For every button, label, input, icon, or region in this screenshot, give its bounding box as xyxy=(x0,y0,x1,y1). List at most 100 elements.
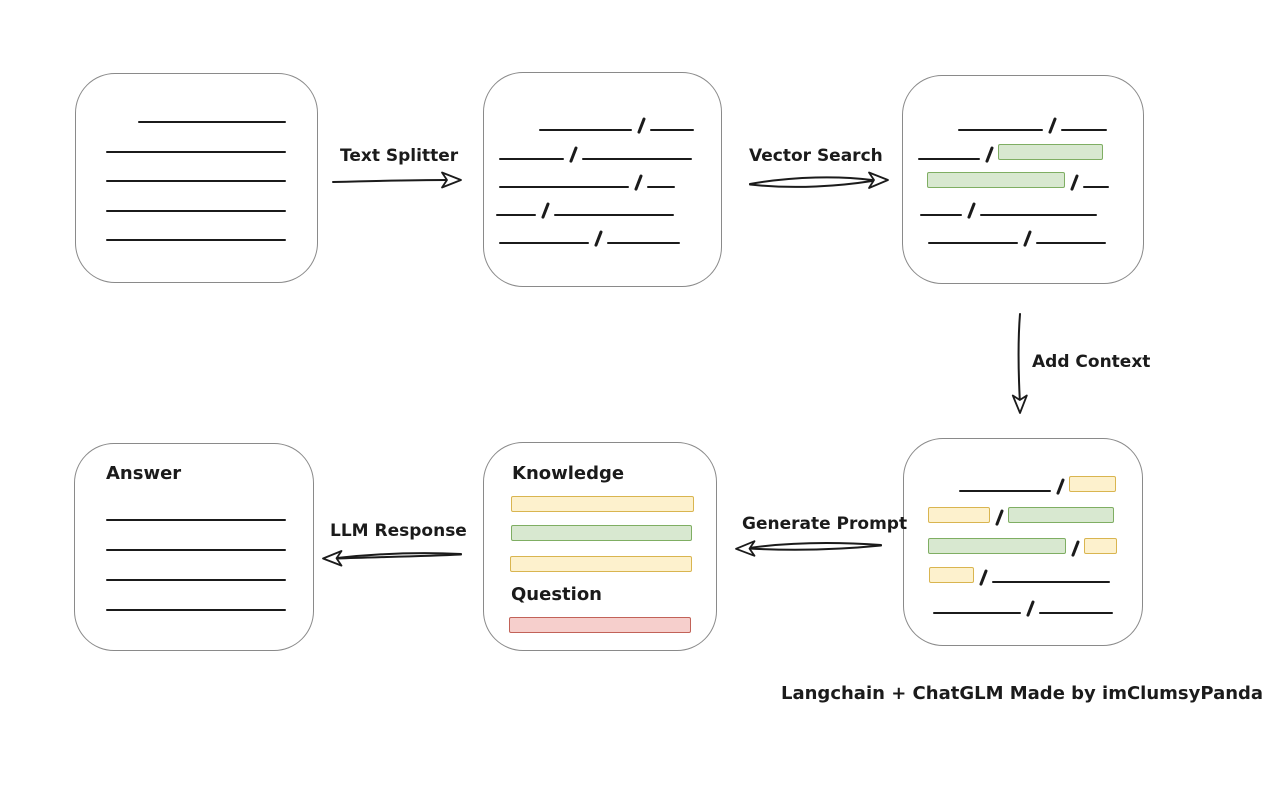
text-line xyxy=(106,578,286,581)
text-line xyxy=(539,128,632,131)
context-chunks-box xyxy=(903,438,1143,646)
slash-separator xyxy=(541,202,550,219)
slash-separator xyxy=(1023,230,1032,247)
content-row xyxy=(509,613,691,633)
slash-separator xyxy=(995,509,1004,526)
content-row xyxy=(929,563,1110,586)
split-chunks-box xyxy=(483,72,722,287)
content-row xyxy=(106,591,286,611)
content-row xyxy=(959,472,1116,495)
content-row: Question xyxy=(511,584,602,605)
generate-prompt-arrow xyxy=(735,540,882,557)
llm-response-label: LLM Response xyxy=(330,521,467,541)
vector-matches-box xyxy=(902,75,1144,284)
slash-separator xyxy=(1048,117,1057,134)
credit-text: Langchain + ChatGLM Made by imClumsyPand… xyxy=(781,683,1262,704)
slash-separator xyxy=(634,174,643,191)
text-line xyxy=(106,179,286,182)
text-line xyxy=(606,241,680,244)
content-row xyxy=(928,534,1117,557)
content-row xyxy=(106,192,286,212)
text-line xyxy=(106,608,286,611)
text-line xyxy=(106,209,286,212)
text-line xyxy=(1060,128,1107,131)
text-line xyxy=(959,489,1051,492)
generate-prompt-label: Generate Prompt xyxy=(742,514,908,534)
content-row xyxy=(106,221,286,241)
content-row xyxy=(920,196,1097,219)
text-line xyxy=(920,213,962,216)
text-line xyxy=(979,213,1097,216)
vector-search-label: Vector Search xyxy=(749,146,883,166)
content-row: Answer xyxy=(106,463,182,484)
green-chunk-bar xyxy=(928,538,1066,554)
content-row xyxy=(106,162,286,182)
text-line xyxy=(496,213,536,216)
text-line xyxy=(499,185,629,188)
answer-box: Answer xyxy=(74,443,314,651)
slash-separator xyxy=(1070,174,1079,191)
text-line xyxy=(991,580,1110,583)
text-line xyxy=(499,157,564,160)
text-line xyxy=(958,128,1043,131)
green-chunk-bar xyxy=(1007,507,1114,523)
slash-separator xyxy=(985,146,994,163)
content-row xyxy=(106,133,286,153)
yellow-chunk-bar xyxy=(510,556,692,572)
text-splitter-arrow xyxy=(332,171,462,189)
knowledge-label: Knowledge xyxy=(512,463,625,484)
text-line xyxy=(1035,241,1106,244)
text-line xyxy=(933,611,1021,614)
text-line xyxy=(646,185,675,188)
slash-separator xyxy=(1026,600,1035,617)
content-row xyxy=(928,503,1114,526)
slash-separator xyxy=(1071,540,1080,557)
yellow-chunk-bar xyxy=(929,567,974,583)
answer-label: Answer xyxy=(106,463,182,484)
content-row xyxy=(499,224,680,247)
text-line xyxy=(138,120,286,123)
yellow-chunk-bar xyxy=(511,496,694,512)
text-line xyxy=(1038,611,1113,614)
text-line xyxy=(553,213,674,216)
slash-separator xyxy=(594,230,603,247)
text-splitter-label: Text Splitter xyxy=(340,146,459,166)
content-row xyxy=(499,168,675,191)
content-row xyxy=(928,224,1106,247)
content-row xyxy=(496,196,674,219)
yellow-chunk-bar xyxy=(928,507,990,523)
content-row xyxy=(933,594,1113,617)
add-context-arrow xyxy=(1011,313,1028,414)
text-line xyxy=(1082,185,1109,188)
content-row xyxy=(511,492,694,512)
yellow-chunk-bar xyxy=(1083,538,1117,554)
text-line xyxy=(106,518,286,521)
content-row: Knowledge xyxy=(512,463,625,484)
red-chunk-bar xyxy=(509,617,691,633)
green-chunk-bar xyxy=(997,144,1103,160)
slash-separator xyxy=(1056,478,1065,495)
text-line xyxy=(918,157,980,160)
slash-separator xyxy=(569,146,578,163)
content-row xyxy=(539,111,694,134)
slash-separator xyxy=(637,117,646,134)
content-row xyxy=(106,501,286,521)
question-label: Question xyxy=(511,584,602,605)
text-line xyxy=(106,238,286,241)
green-chunk-bar xyxy=(511,525,692,541)
llm-response-arrow xyxy=(322,550,462,567)
text-line xyxy=(106,150,286,153)
vector-search-arrow xyxy=(749,171,889,189)
slash-separator xyxy=(979,569,988,586)
green-chunk-bar xyxy=(927,172,1065,188)
text-line xyxy=(106,548,286,551)
content-row xyxy=(511,521,692,541)
content-row xyxy=(106,531,286,551)
yellow-chunk-bar xyxy=(1068,476,1116,492)
text-line xyxy=(928,241,1018,244)
add-context-label: Add Context xyxy=(1032,352,1151,372)
content-row xyxy=(918,140,1103,163)
content-row xyxy=(138,103,286,123)
